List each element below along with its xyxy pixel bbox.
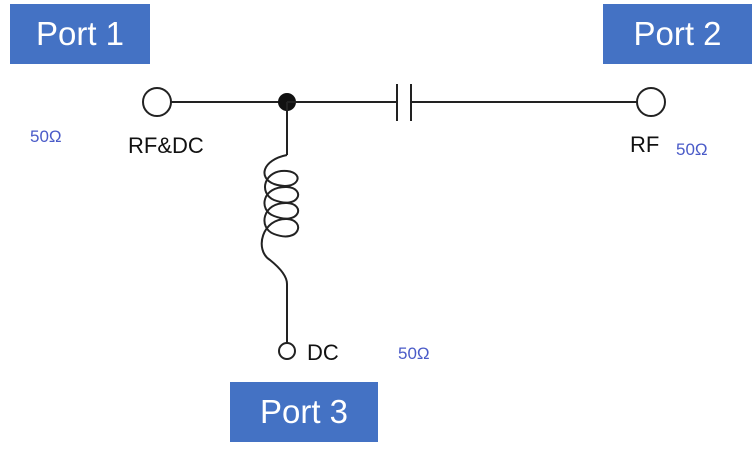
dc-label: DC [307, 340, 339, 365]
port-3-label: Port 3 [230, 382, 378, 442]
port-1-label: Port 1 [10, 4, 150, 64]
rf-terminal [636, 87, 666, 117]
dc-terminal [278, 342, 296, 360]
inductor-coil [260, 154, 299, 285]
rf-label: RF [630, 132, 660, 157]
port-2-impedance: 50Ω [676, 140, 708, 159]
rf-dc-terminal [142, 87, 172, 117]
port-1-impedance: 50Ω [30, 127, 62, 146]
port-2-label: Port 2 [603, 4, 752, 64]
rf-dc-label: RF&DC [128, 133, 204, 158]
port-3-impedance: 50Ω [398, 344, 430, 363]
